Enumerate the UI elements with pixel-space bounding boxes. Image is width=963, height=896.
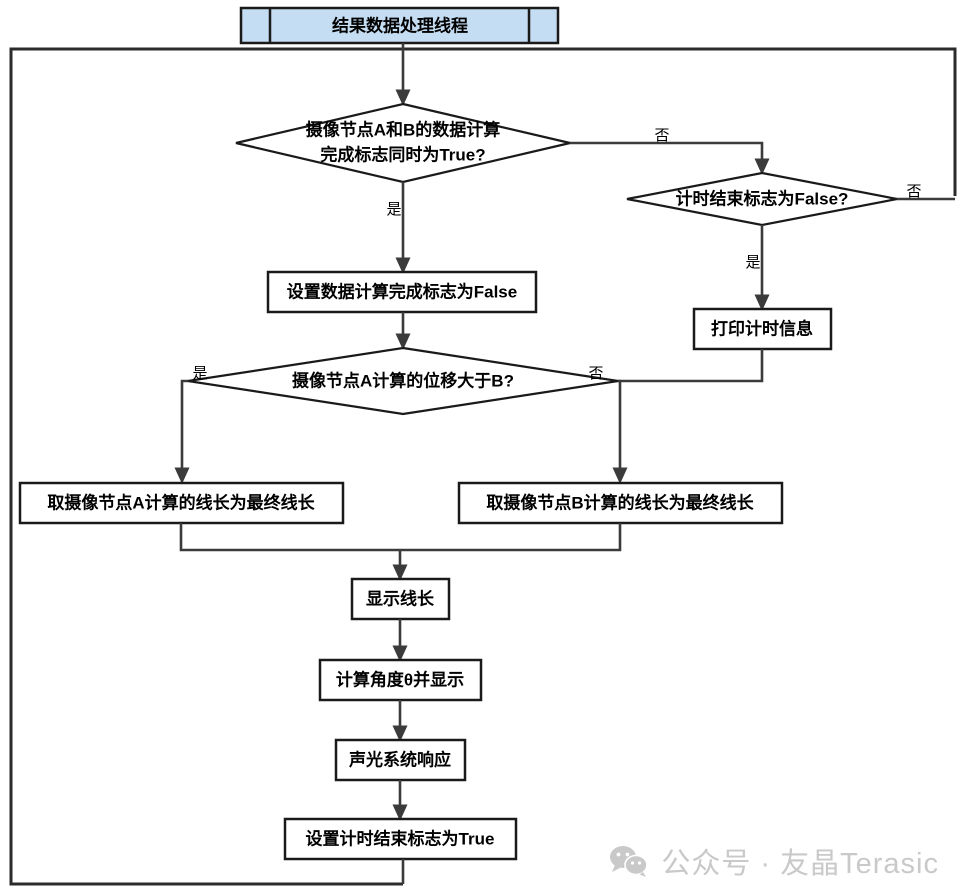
node-calc-angle[interactable]: 计算角度θ并显示 (318, 658, 483, 702)
edge-d3-yes (174, 379, 190, 485)
node-set-timer-flag-true-label: 设置计时结束标志为True (306, 828, 495, 848)
node-set-calc-flag-false-label: 设置数据计算完成标志为False (287, 281, 517, 301)
edge-print-rejoin (618, 349, 764, 383)
node-header-label: 结果数据处理线程 (332, 15, 468, 35)
node-show-length[interactable]: 显示线长 (350, 577, 451, 621)
edge-label-d1-yes: 是 (386, 201, 401, 218)
node-print-timing-label: 打印计时信息 (711, 318, 813, 338)
node-decision-2-label: 计时结束标志为False? (676, 188, 849, 208)
outer-loop-path (9, 47, 957, 886)
edge-label-d3-yes: 是 (192, 365, 207, 382)
node-audio-light-response-label: 声光系统响应 (348, 749, 451, 769)
node-take-node-a-length[interactable]: 取摄像节点A计算的线长为最终线长 (18, 481, 345, 525)
edge-d3-no (612, 379, 628, 485)
edge-merge-ab (179, 523, 622, 552)
node-decision-3[interactable]: 摄像节点A计算的位移大于B? (187, 346, 619, 416)
node-decision-1-line1: 摄像节点A和B的数据计算 (306, 119, 501, 139)
node-decision-1-line2: 完成标志同时为True? (320, 144, 485, 164)
node-audio-light-response[interactable]: 声光系统响应 (334, 738, 467, 782)
watermark: 公众号 · 友晶Terasic (609, 840, 939, 882)
edge-label-d2-no: 否 (906, 183, 921, 200)
node-calc-angle-label: 计算角度θ并显示 (336, 669, 464, 689)
node-decision-2[interactable]: 计时结束标志为False? (626, 171, 898, 227)
node-take-node-a-length-label: 取摄像节点A计算的线长为最终线长 (47, 492, 315, 512)
node-show-length-label: 显示线长 (366, 588, 435, 608)
node-print-timing[interactable]: 打印计时信息 (692, 307, 833, 351)
node-take-node-b-length-label: 取摄像节点B计算的线长为最终线长 (486, 492, 754, 512)
node-header[interactable]: 结果数据处理线程 (239, 6, 560, 45)
edge-label-d2-yes: 是 (745, 254, 760, 271)
edge-label-d3-no: 否 (588, 365, 603, 382)
watermark-text: 公众号 · 友晶Terasic (661, 848, 939, 880)
edge-d1-no (570, 141, 770, 176)
wechat-icon (609, 844, 649, 878)
node-take-node-b-length[interactable]: 取摄像节点B计算的线长为最终线长 (457, 481, 784, 525)
node-decision-1[interactable]: 摄像节点A和B的数据计算 完成标志同时为True? (235, 102, 571, 184)
node-decision-3-label: 摄像节点A计算的位移大于B? (292, 370, 514, 390)
node-set-timer-flag-true[interactable]: 设置计时结束标志为True (283, 817, 518, 861)
node-set-calc-flag-false[interactable]: 设置数据计算完成标志为False (266, 270, 538, 314)
edge-label-d1-no: 否 (654, 127, 669, 144)
